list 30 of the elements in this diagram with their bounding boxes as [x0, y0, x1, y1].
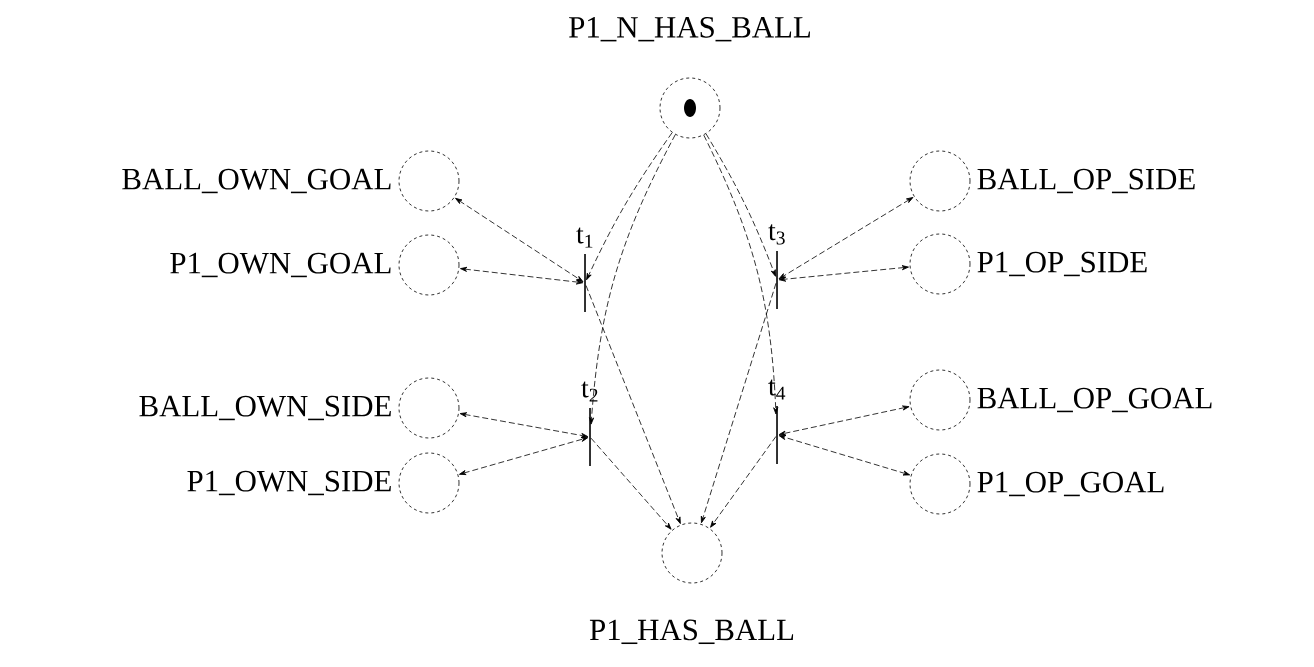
arc-arrow — [710, 436, 777, 528]
place-label: BALL_OWN_GOAL — [122, 168, 391, 194]
arc-arrow — [460, 266, 584, 285]
place-label: P1_OWN_GOAL — [170, 252, 391, 278]
place-label: P1_OP_SIDE — [977, 251, 1147, 277]
transition-label: t$_{3}$ — [768, 224, 785, 245]
place-label: P1_OWN_SIDE — [187, 470, 391, 496]
arc-arrow — [585, 285, 681, 524]
arc-arrow — [589, 134, 676, 425]
place-label: BALL_OWN_SIDE — [139, 395, 391, 421]
place-label: P1_N_HAS_BALL — [569, 16, 810, 42]
arc-arrow — [455, 197, 584, 283]
arc-arrow — [778, 265, 909, 282]
arc-arrow — [590, 437, 672, 530]
arc-arrow — [586, 132, 673, 281]
place-label: BALL_OP_SIDE — [977, 168, 1195, 194]
arc-arrow — [459, 436, 589, 475]
transition-label: t$_{2}$ — [581, 381, 598, 402]
transition-label: t$_{1}$ — [576, 227, 593, 248]
arc-arrow — [705, 133, 776, 277]
place-label: P1_HAS_BALL — [589, 619, 794, 645]
arc-arrow — [778, 405, 910, 436]
arc-arrow — [778, 197, 914, 280]
arc-arrow — [459, 412, 589, 438]
place-label: BALL_OP_GOAL — [977, 387, 1212, 413]
transition-label: t$_{4}$ — [768, 379, 786, 400]
arc-arrow — [778, 435, 911, 476]
arc-arrow — [703, 134, 779, 415]
arc-arrow — [700, 282, 777, 524]
place-label: P1_OP_GOAL — [977, 471, 1164, 497]
